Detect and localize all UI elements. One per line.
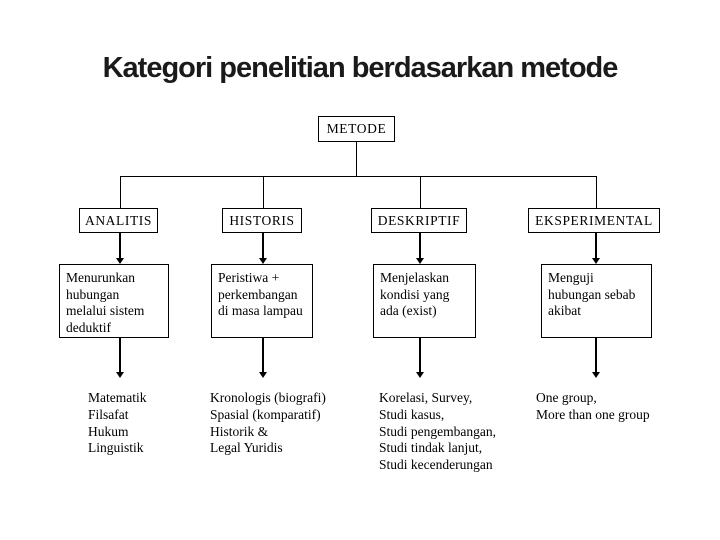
description-line: di masa lampau	[218, 303, 303, 319]
example-item: Korelasi, Survey,	[379, 390, 473, 405]
arrow-shaft	[119, 233, 121, 258]
example-item: Studi pengembangan,	[379, 423, 496, 439]
arrow-head	[116, 372, 124, 378]
root-node-box: METODE	[318, 116, 395, 142]
arrow-head	[259, 258, 267, 264]
arrow-head	[416, 258, 424, 264]
description-line: Peristiwa +	[218, 270, 280, 285]
arrow-shaft	[262, 233, 264, 258]
category-label: DESKRIPTIF	[377, 213, 461, 228]
example-item: Kronologis (biografi)	[210, 390, 326, 405]
arrow-head	[592, 258, 600, 264]
description-line: hubungan sebab	[548, 286, 636, 302]
example-item: Linguistik	[88, 440, 144, 456]
description-box-historis: Peristiwa + perkembangan di masa lampau	[211, 264, 313, 338]
slide-title: Kategori penelitian berdasarkan metode	[102, 52, 619, 84]
connector-drop-analitis	[120, 176, 121, 208]
category-label: EKSPERIMENTAL	[535, 213, 653, 228]
description-line: kondisi yang	[380, 286, 450, 302]
root-node-label: METODE	[326, 121, 387, 136]
arrow-shaft	[419, 338, 421, 372]
example-item: Spasial (komparatif)	[210, 406, 321, 422]
example-list-analitis: Matematik Filsafat Hukum Linguistik	[88, 390, 146, 457]
example-item: Legal Yuridis	[210, 440, 283, 456]
description-line: ada (exist)	[380, 303, 437, 319]
description-line: deduktif	[66, 319, 111, 335]
connector-horizontal	[120, 176, 597, 177]
description-line: akibat	[548, 303, 581, 319]
category-box-analitis: ANALITIS	[79, 208, 158, 233]
example-item: Studi tindak lanjut,	[379, 440, 483, 456]
description-line: perkembangan	[218, 286, 298, 302]
category-box-deskriptif: DESKRIPTIF	[371, 208, 467, 233]
arrow-shaft	[262, 338, 264, 372]
arrow-shaft	[119, 338, 121, 372]
example-list-deskriptif: Korelasi, Survey, Studi kasus, Studi pen…	[379, 390, 496, 474]
description-line: Menurunkan	[66, 270, 135, 285]
description-box-analitis: Menurunkan hubungan melalui sistem deduk…	[59, 264, 169, 338]
category-label: ANALITIS	[84, 213, 153, 228]
description-line: Menjelaskan	[380, 270, 449, 285]
category-label: HISTORIS	[229, 213, 295, 228]
description-box-deskriptif: Menjelaskan kondisi yang ada (exist)	[373, 264, 476, 338]
example-item: Studi kecenderungan	[379, 457, 493, 473]
category-box-historis: HISTORIS	[222, 208, 302, 233]
arrow-head	[116, 258, 124, 264]
arrow-shaft	[595, 233, 597, 258]
description-line: Menguji	[548, 270, 594, 285]
example-item: Studi kasus,	[379, 406, 445, 422]
arrow-head	[592, 372, 600, 378]
connector-drop-eksperimental	[596, 176, 597, 208]
example-item: Matematik	[88, 390, 147, 405]
example-item: Filsafat	[88, 406, 129, 422]
example-list-eksperimental: One group, More than one group	[536, 390, 650, 424]
arrow-shaft	[419, 233, 421, 258]
example-item: More than one group	[536, 406, 650, 422]
arrow-shaft	[595, 338, 597, 372]
connector-riser	[356, 142, 357, 176]
connector-drop-deskriptif	[420, 176, 421, 208]
arrow-head	[416, 372, 424, 378]
connector-drop-historis	[263, 176, 264, 208]
example-item: Historik &	[210, 423, 269, 439]
example-item: Hukum	[88, 423, 129, 439]
category-box-eksperimental: EKSPERIMENTAL	[528, 208, 660, 233]
arrow-head	[259, 372, 267, 378]
description-line: melalui sistem	[66, 303, 145, 319]
example-item: One group,	[536, 390, 597, 405]
description-box-eksperimental: Menguji hubungan sebab akibat	[541, 264, 652, 338]
description-line: hubungan	[66, 286, 120, 302]
example-list-historis: Kronologis (biografi) Spasial (komparati…	[210, 390, 326, 457]
